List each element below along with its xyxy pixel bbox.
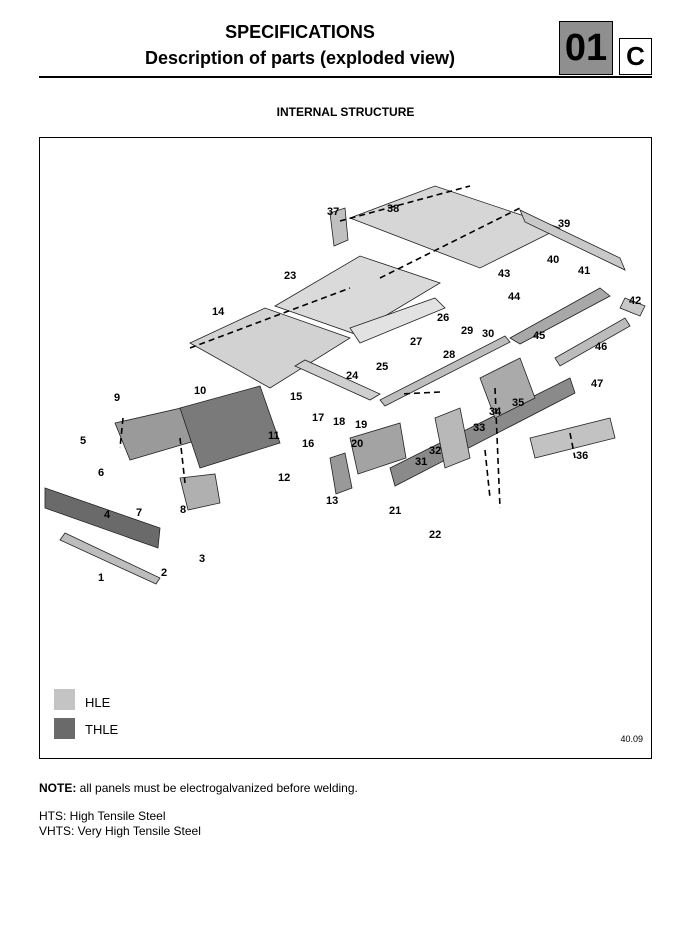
cut-lines xyxy=(119,185,576,509)
part-number-labels: 1 2 3 4 5 6 7 8 9 10 11 12 13 14 15 16 1… xyxy=(80,203,641,584)
exploded-view-drawing: 1 2 3 4 5 6 7 8 9 10 11 12 13 14 15 16 1… xyxy=(44,185,646,585)
section-letter-badge: C xyxy=(619,38,652,75)
page-subtitle: Description of parts (exploded view) xyxy=(144,48,456,68)
part-number: 39 xyxy=(558,218,570,230)
part-number: 23 xyxy=(284,270,296,282)
part-number: 7 xyxy=(136,507,142,519)
bracket-8 xyxy=(179,473,221,511)
part-number: 31 xyxy=(415,456,427,468)
part-number: 26 xyxy=(437,312,449,324)
front-side-member-10 xyxy=(179,385,281,469)
legend-swatch-hle xyxy=(54,689,75,710)
floor-panel-parts xyxy=(44,185,646,585)
part-number: 14 xyxy=(212,306,225,318)
part-number: 22 xyxy=(429,529,441,541)
bracket-13 xyxy=(329,452,353,495)
part-number: 21 xyxy=(389,505,401,517)
part-number: 19 xyxy=(355,419,367,431)
part-number: 1 xyxy=(98,572,104,584)
part-number: 3 xyxy=(199,553,205,565)
part-number: 27 xyxy=(410,336,422,348)
front-floor-panel xyxy=(189,307,351,389)
part-number: 32 xyxy=(429,445,441,457)
figure-reference: 40.09 xyxy=(620,734,643,744)
part-number: 40 xyxy=(547,254,559,266)
part-number: 36 xyxy=(576,450,588,462)
part-number: 16 xyxy=(302,438,314,450)
part-number: 12 xyxy=(278,472,290,484)
floor-panel-26 xyxy=(349,297,446,344)
part-number: 29 xyxy=(461,325,473,337)
part-number: 6 xyxy=(98,467,104,479)
part-number: 44 xyxy=(508,291,521,303)
note-line: NOTE: all panels must be electrogalvaniz… xyxy=(39,781,358,795)
page-title: SPECIFICATIONS xyxy=(225,22,375,42)
part-number: 35 xyxy=(512,397,524,409)
side-rail-30 xyxy=(379,335,511,407)
rear-rail-46 xyxy=(554,317,631,367)
part-number: 9 xyxy=(114,392,120,404)
part-number: 34 xyxy=(489,406,502,418)
part-number: 5 xyxy=(80,435,86,447)
part-number: 4 xyxy=(104,509,111,521)
rear-rail-41 xyxy=(509,287,611,345)
part-number: 37 xyxy=(327,206,339,218)
hts-definition: HTS: High Tensile Steel xyxy=(39,809,166,823)
pillar-35 xyxy=(479,357,536,419)
part-number: 47 xyxy=(591,378,603,390)
note-label: NOTE: xyxy=(39,781,77,795)
part-number: 28 xyxy=(443,349,455,361)
legend-label-hle: HLE xyxy=(85,695,111,710)
part-number: 41 xyxy=(578,265,590,277)
legend-swatch-thle xyxy=(54,718,75,739)
part-number: 46 xyxy=(595,341,607,353)
part-number: 2 xyxy=(161,567,167,579)
mid-floor-panel xyxy=(274,255,441,335)
part-number: 45 xyxy=(533,330,545,342)
rear-rail-39 xyxy=(519,209,626,271)
note-text: all panels must be electrogalvanized bef… xyxy=(76,781,358,795)
bracket-37 xyxy=(329,207,349,247)
bracket-42 xyxy=(619,297,646,317)
part-number: 25 xyxy=(376,361,388,373)
part-number: 38 xyxy=(387,203,399,215)
part-number: 13 xyxy=(326,495,338,507)
part-number: 11 xyxy=(268,430,280,442)
part-number: 20 xyxy=(351,438,363,450)
part-number: 15 xyxy=(290,391,302,403)
rear-floor-panel xyxy=(348,185,562,269)
header-rule xyxy=(39,76,652,78)
part-number: 10 xyxy=(194,385,206,397)
front-bumper-beam-2 xyxy=(44,487,161,549)
front-lower-beam-1 xyxy=(59,532,161,585)
part-number: 17 xyxy=(312,412,324,424)
part-number: 18 xyxy=(333,416,345,428)
vhts-definition: VHTS: Very High Tensile Steel xyxy=(39,824,201,838)
section-number-badge: 01 xyxy=(559,21,613,75)
part-number: 43 xyxy=(498,268,510,280)
part-number: 30 xyxy=(482,328,494,340)
bracket-20 xyxy=(349,422,407,475)
exploded-view-figure: 1 2 3 4 5 6 7 8 9 10 11 12 13 14 15 16 1… xyxy=(39,137,652,759)
legend-label-thle: THLE xyxy=(85,722,119,737)
part-number: 8 xyxy=(180,504,186,516)
part-number: 33 xyxy=(473,422,485,434)
floor-rail-24 xyxy=(294,359,381,401)
side-sill-36 xyxy=(529,417,616,459)
section-heading: INTERNAL STRUCTURE xyxy=(276,105,415,119)
part-number: 24 xyxy=(346,370,359,382)
part-number: 42 xyxy=(629,295,641,307)
pillar-31 xyxy=(434,407,471,469)
